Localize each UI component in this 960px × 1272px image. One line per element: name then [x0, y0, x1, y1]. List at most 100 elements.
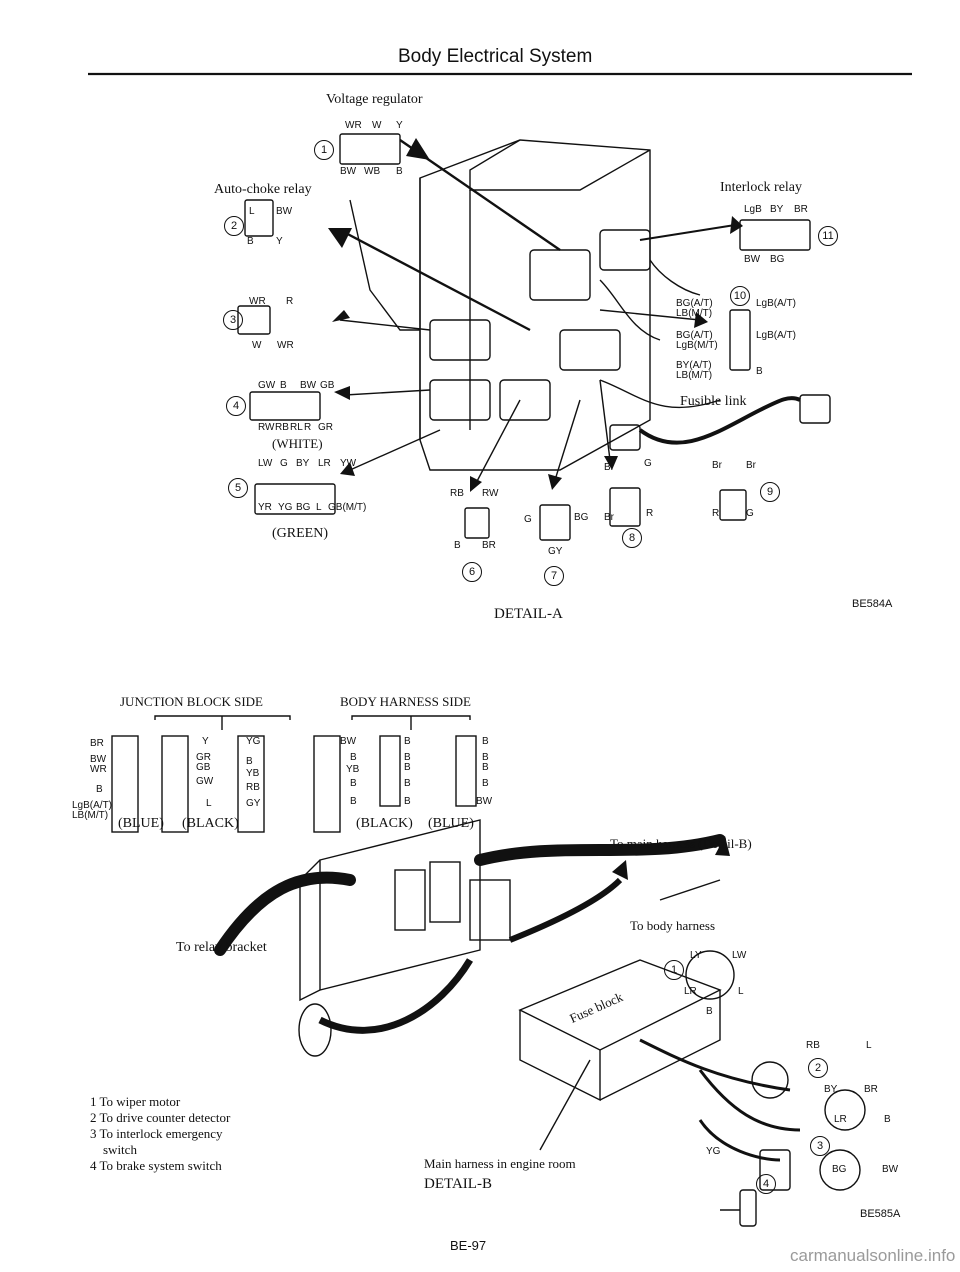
- conn9-top-1: Br: [712, 460, 722, 471]
- conn7-bottom-wire: GY: [548, 546, 563, 557]
- callout-2: 2: [224, 216, 244, 236]
- c1-wire-1: LY: [690, 950, 702, 961]
- bh-blue-wire-2: B: [482, 752, 489, 763]
- conn4-top-3: BW: [300, 380, 317, 391]
- jb-blue-wire-2: BW: [90, 754, 107, 765]
- bh-black-wire-3: B: [404, 752, 411, 763]
- conn10-right-2: LgB(A/T): [756, 330, 797, 341]
- conn9-top-2: Br: [746, 460, 756, 471]
- vr-top-wire-3: Y: [396, 120, 403, 131]
- conn4-bottom-3: RL: [290, 422, 303, 433]
- conn5-color: (GREEN): [272, 526, 328, 541]
- conn6-top-2: RW: [482, 488, 499, 499]
- conn5-top-2: G: [280, 458, 288, 469]
- c2-wire-3: BY: [824, 1084, 838, 1095]
- conn5-bottom-1: YR: [258, 502, 272, 513]
- bh-blue-wire-3: B: [482, 762, 489, 773]
- auto-choke-wire-L: L: [249, 206, 255, 217]
- callout-6: 6: [462, 562, 482, 582]
- legend-item: 3 To interlock emergency: [90, 1126, 223, 1141]
- vr-top-wire-2: W: [372, 120, 382, 131]
- jb-black-wire-6: YB: [246, 768, 260, 779]
- conn5-top-5: YW: [340, 458, 357, 469]
- conn5-bottom-3: BG: [296, 502, 311, 513]
- detail-b-code: BE585A: [860, 1208, 901, 1220]
- bh-black-wire-7: B: [404, 778, 411, 789]
- interlock-bottom-1: BW: [744, 254, 761, 265]
- conn4-bottom-4: R: [304, 422, 312, 433]
- interlock-relay-label: Interlock relay: [720, 180, 803, 195]
- bh-blue-wire-5: BW: [476, 796, 493, 807]
- interlock-top-1: LgB: [744, 204, 762, 215]
- bh-black-wire-9: B: [404, 796, 411, 807]
- c3-wire-1: LR: [834, 1114, 847, 1125]
- conn8-top-2: G: [644, 458, 652, 469]
- detail-b-caption: DETAIL-B: [424, 1176, 492, 1192]
- conn5-bottom-4: L: [316, 502, 322, 513]
- conn3-bottom-1: W: [252, 340, 262, 351]
- conn10-left-1: BG(A/T): [676, 298, 713, 309]
- voltage-regulator-label: Voltage regulator: [326, 92, 423, 107]
- conn3-top-2: R: [286, 296, 294, 307]
- legend-item: 2 To drive counter detector: [90, 1110, 231, 1125]
- conn9-bottom-1: R: [712, 508, 720, 519]
- jb-blue-label: (BLUE): [118, 816, 164, 831]
- c2-wire-2: L: [866, 1040, 872, 1051]
- c2-wire-4: BR: [864, 1084, 878, 1095]
- to-relay-bracket-label: To relay bracket: [176, 940, 267, 955]
- callout-9: 9: [760, 482, 780, 502]
- conn10-left-6: LB(M/T): [676, 370, 713, 381]
- jb-black-wire-10: GY: [246, 798, 261, 809]
- callout-1: 1: [314, 140, 334, 160]
- jb-blue-wire-5: LgB(A/T): [72, 800, 113, 811]
- jb-blue-wire-4: B: [96, 784, 103, 795]
- c3-wire-2: B: [884, 1114, 891, 1125]
- conn6-bottom-2: BR: [482, 540, 496, 551]
- bh-blue-label: (BLUE): [428, 816, 474, 831]
- jb-black-wire-4: B: [246, 756, 253, 767]
- detail-a-code: BE584A: [852, 598, 893, 610]
- jb-blue-wire-6: LB(M/T): [72, 810, 109, 821]
- jb-black-wire-7: GW: [196, 776, 214, 787]
- detail-a-caption: DETAIL-A: [494, 606, 563, 622]
- c2-wire-1: RB: [806, 1040, 820, 1051]
- page-number: BE-97: [450, 1238, 487, 1253]
- callout-3: 3: [223, 310, 243, 330]
- jb-black-wire-3: GR: [196, 752, 211, 763]
- c1-wire-2: LW: [732, 950, 747, 961]
- jb-black-wire-8: RB: [246, 782, 260, 793]
- callout-4: 4: [226, 396, 246, 416]
- legend-item: switch: [90, 1142, 137, 1157]
- legend-item: 4 To brake system switch: [90, 1158, 222, 1173]
- conn3-bottom-2: WR: [277, 340, 294, 351]
- callout-b1: 1: [664, 960, 684, 980]
- interlock-top-2: BY: [770, 204, 784, 215]
- conn10-left-3: BG(A/T): [676, 330, 713, 341]
- c3-wire-3: BG: [832, 1164, 847, 1175]
- conn4-top-4: GB: [320, 380, 335, 391]
- conn4-bottom-2: RB: [275, 422, 289, 433]
- jb-blue-wire-1: BR: [90, 738, 104, 749]
- c1-wire-4: L: [738, 986, 744, 997]
- bh-black-wire-8: B: [350, 796, 357, 807]
- bh-black-wire-4: B: [404, 762, 411, 773]
- callout-8: 8: [622, 528, 642, 548]
- conn10-left-5: BY(A/T): [676, 360, 712, 371]
- bh-black-wire-2: B: [350, 752, 357, 763]
- fusible-link-label: Fusible link: [680, 394, 747, 409]
- conn9-bottom-2: G: [746, 508, 754, 519]
- conn3-top-1: WR: [249, 296, 266, 307]
- conn10-left-2: LB(M/T): [676, 308, 713, 319]
- c1-wire-3: LR: [684, 986, 697, 997]
- vr-bottom-wire-3: B: [396, 166, 403, 177]
- bh-black-wire-10: B: [404, 736, 411, 747]
- main-harness-label: Main harness in engine room: [424, 1156, 576, 1171]
- jb-black-wire-2: YG: [246, 736, 261, 747]
- bh-blue-wire-4: B: [482, 778, 489, 789]
- jb-black-wire-9: L: [206, 798, 212, 809]
- bh-black-wire-6: B: [350, 778, 357, 789]
- callout-7: 7: [544, 566, 564, 586]
- conn4-bottom-1: RW: [258, 422, 275, 433]
- conn4-color: (WHITE): [272, 436, 323, 451]
